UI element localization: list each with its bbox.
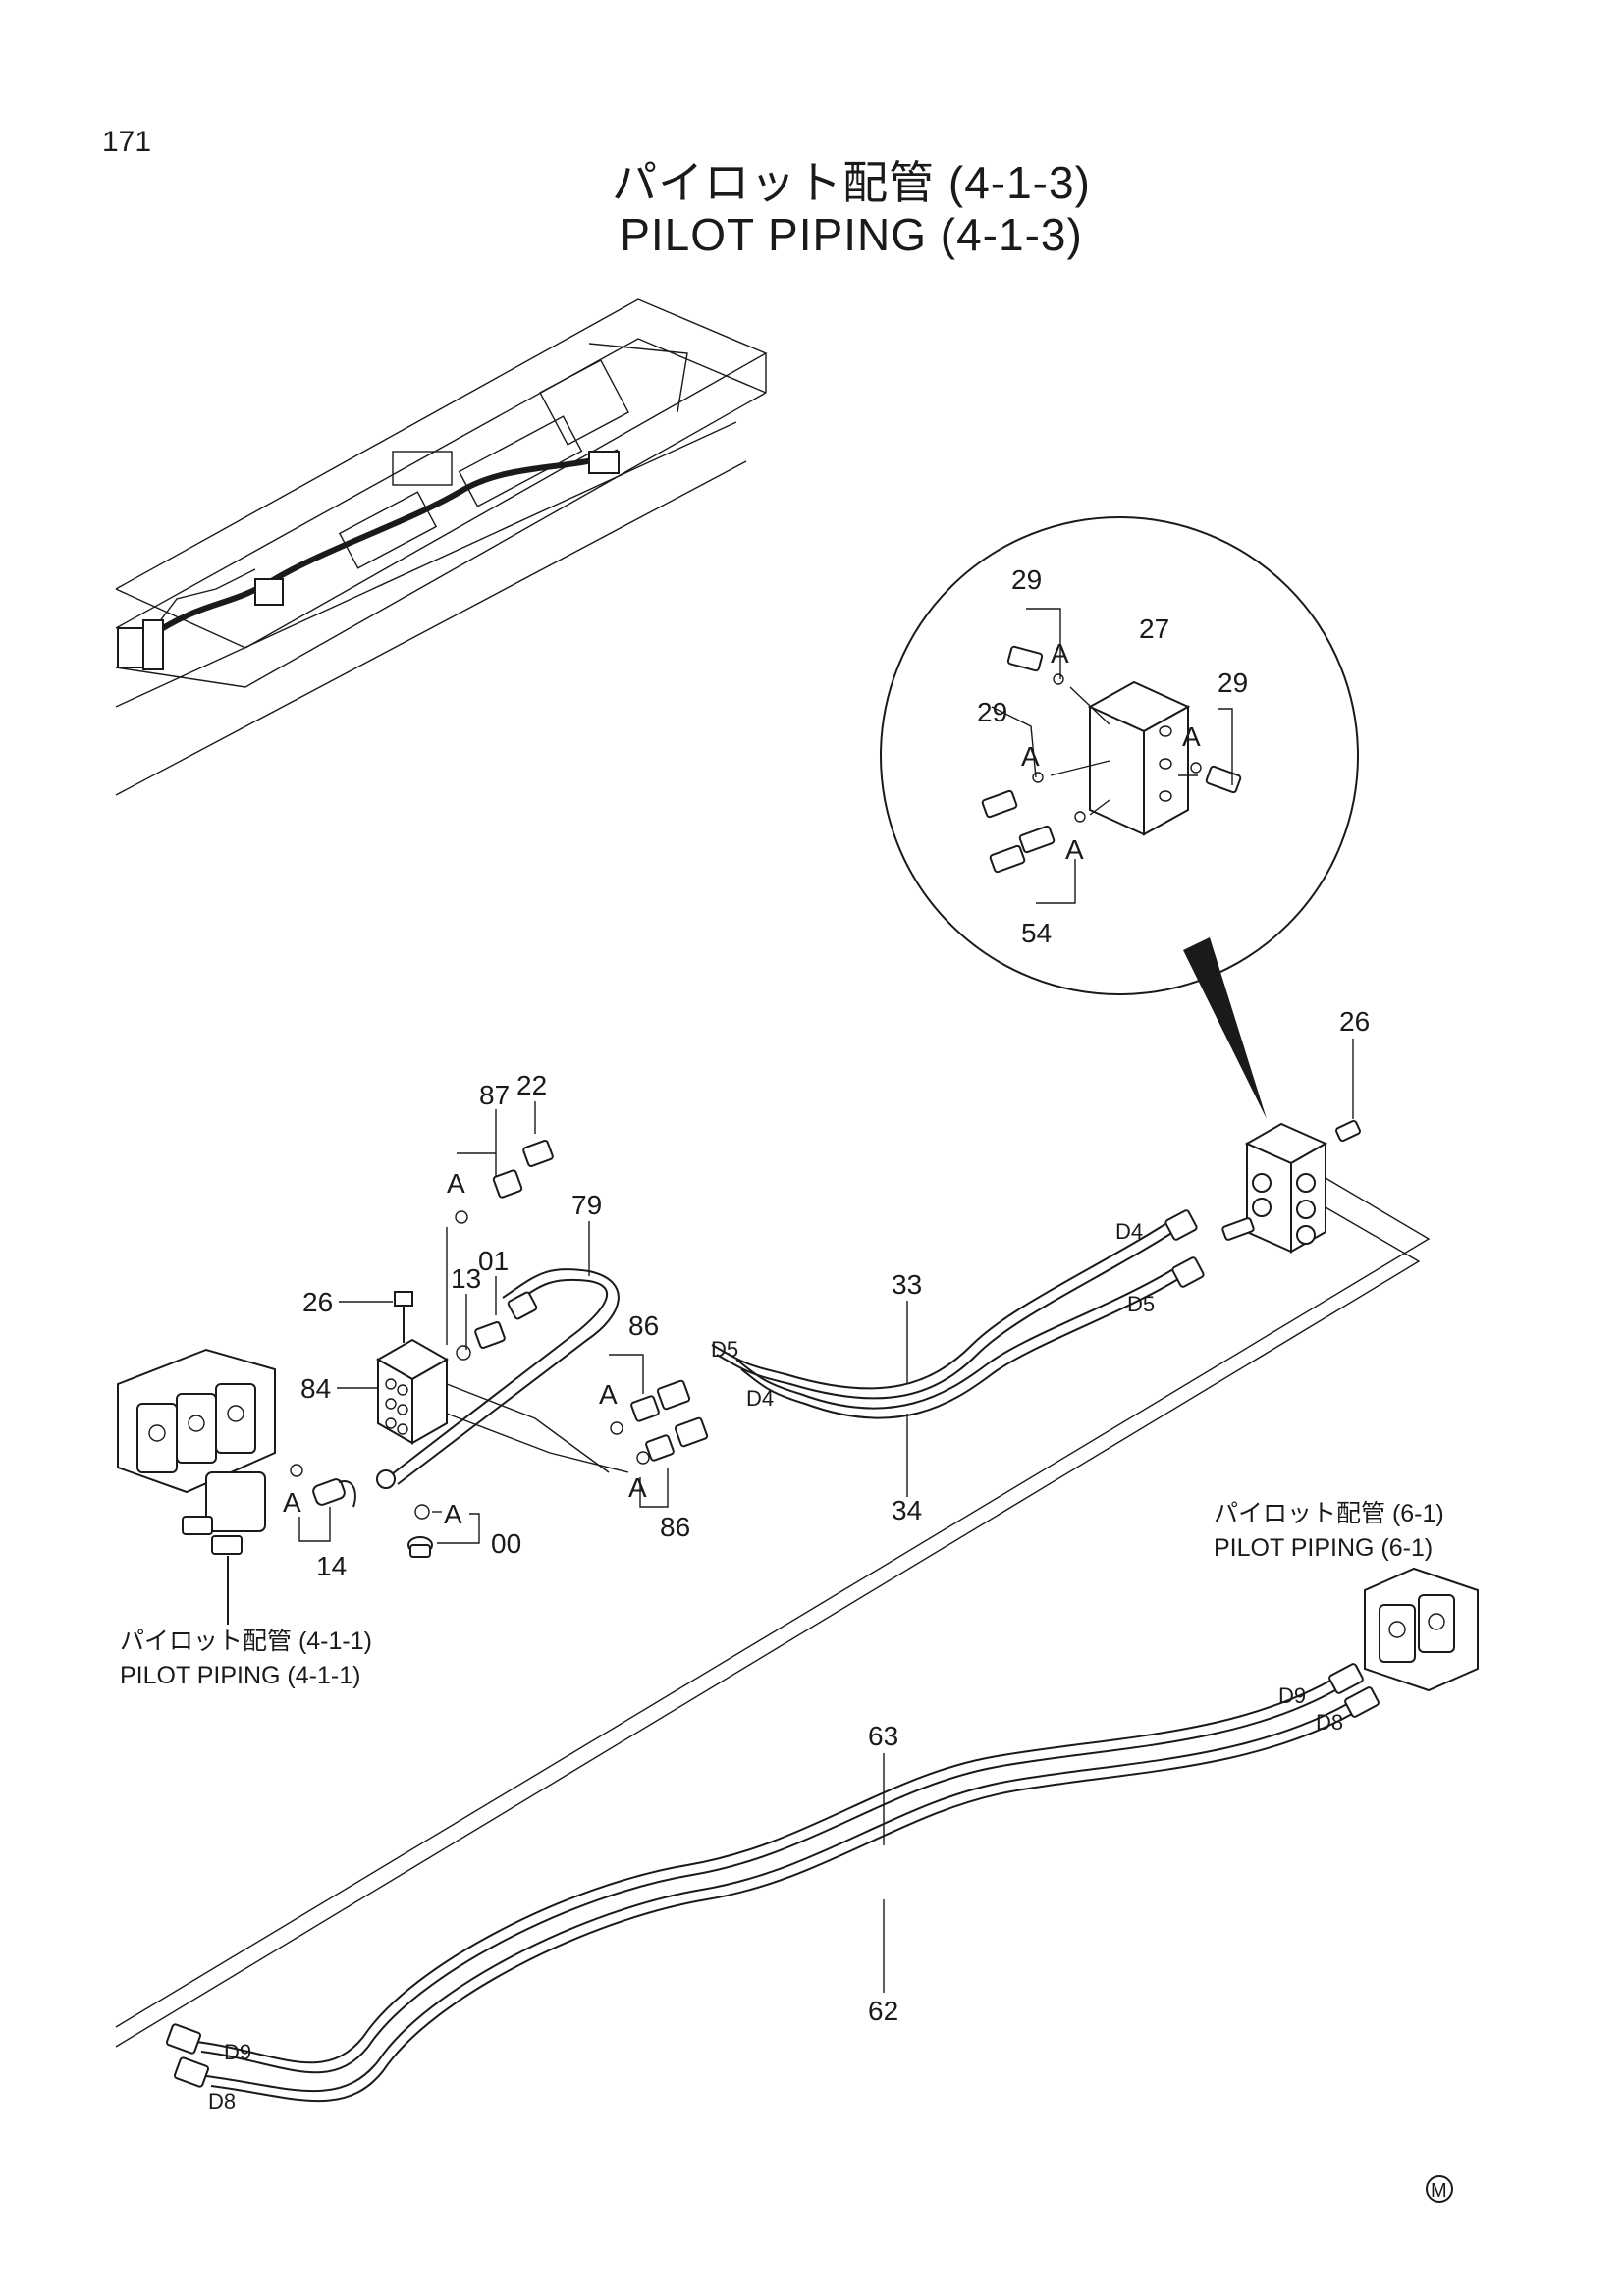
hose-d4-left: D4 [746, 1386, 774, 1411]
fitting-29-right-icon [1190, 762, 1242, 794]
label-a-bottom: A [1065, 834, 1084, 865]
label-84: 84 [300, 1373, 331, 1404]
label-86-bottom: 86 [660, 1512, 690, 1542]
control-valve-right [1328, 1567, 1479, 1718]
label-01: 01 [478, 1246, 509, 1276]
label-86-top: 86 [628, 1310, 659, 1341]
label-62: 62 [868, 1996, 898, 2026]
hose-d5-right: D5 [1127, 1292, 1155, 1316]
label-26-left: 26 [302, 1287, 333, 1317]
label-26-right: 26 [1339, 1006, 1370, 1037]
ref-6-1-en: PILOT PIPING (6-1) [1214, 1534, 1433, 1562]
hose-62-63 [165, 1680, 1353, 2103]
pilot-block-right [1221, 1119, 1361, 1254]
hose-d4-right: D4 [1115, 1219, 1143, 1244]
label-63: 63 [868, 1721, 898, 1751]
label-27: 27 [1139, 614, 1169, 644]
bolt-26-icon [394, 1291, 413, 1343]
m-mark-letter: M [1431, 2180, 1447, 2202]
hose-d9-left: D9 [224, 2040, 251, 2064]
label-34: 34 [892, 1495, 922, 1525]
label-29-right: 29 [1218, 667, 1248, 698]
label-a-00: A [444, 1499, 462, 1529]
fitting-54-icon [989, 811, 1086, 874]
label-29-top: 29 [1011, 564, 1042, 595]
label-a-mid: A [1021, 741, 1040, 772]
page-title-jp: パイロット配管 (4-1-3) [612, 157, 1091, 208]
ref-6-1-jp: パイロット配管 (6-1) [1214, 1500, 1444, 1527]
label-22: 22 [516, 1070, 547, 1100]
page-title-en: PILOT PIPING (4-1-3) [620, 209, 1083, 260]
page-number: 171 [102, 126, 152, 158]
fitting-29-top-icon [1006, 645, 1064, 685]
detail-circle [880, 516, 1359, 1119]
label-14: 14 [316, 1551, 347, 1581]
label-13: 13 [451, 1263, 481, 1294]
label-a-14: A [283, 1487, 301, 1518]
pilot-block-84 [375, 1338, 450, 1445]
label-87: 87 [479, 1080, 510, 1110]
ref-4-1-1-jp: パイロット配管 (4-1-1) [120, 1628, 372, 1655]
label-00: 00 [491, 1528, 521, 1559]
hose-d8-left: D8 [208, 2089, 236, 2113]
fitting-29-mid-icon [981, 772, 1044, 819]
hose-d9-right: D9 [1278, 1683, 1306, 1708]
label-a-86-bottom: A [628, 1472, 647, 1503]
label-79: 79 [571, 1190, 602, 1220]
plug-00-icon [407, 1536, 433, 1558]
label-a-86-top: A [599, 1379, 618, 1410]
m-mark: M [1426, 2175, 1453, 2203]
hose-33-34 [711, 1209, 1205, 1419]
control-valve-left [117, 1348, 356, 1625]
ref-4-1-1-en: PILOT PIPING (4-1-1) [120, 1662, 360, 1689]
label-a-87: A [447, 1168, 465, 1199]
label-a-top: A [1051, 638, 1069, 668]
label-29-mid: 29 [977, 697, 1007, 727]
label-54: 54 [1021, 918, 1052, 948]
label-a-right: A [1182, 721, 1201, 752]
machine-frame-drawing [115, 298, 768, 796]
label-33: 33 [892, 1269, 922, 1300]
hose-d5-left: D5 [711, 1337, 738, 1362]
